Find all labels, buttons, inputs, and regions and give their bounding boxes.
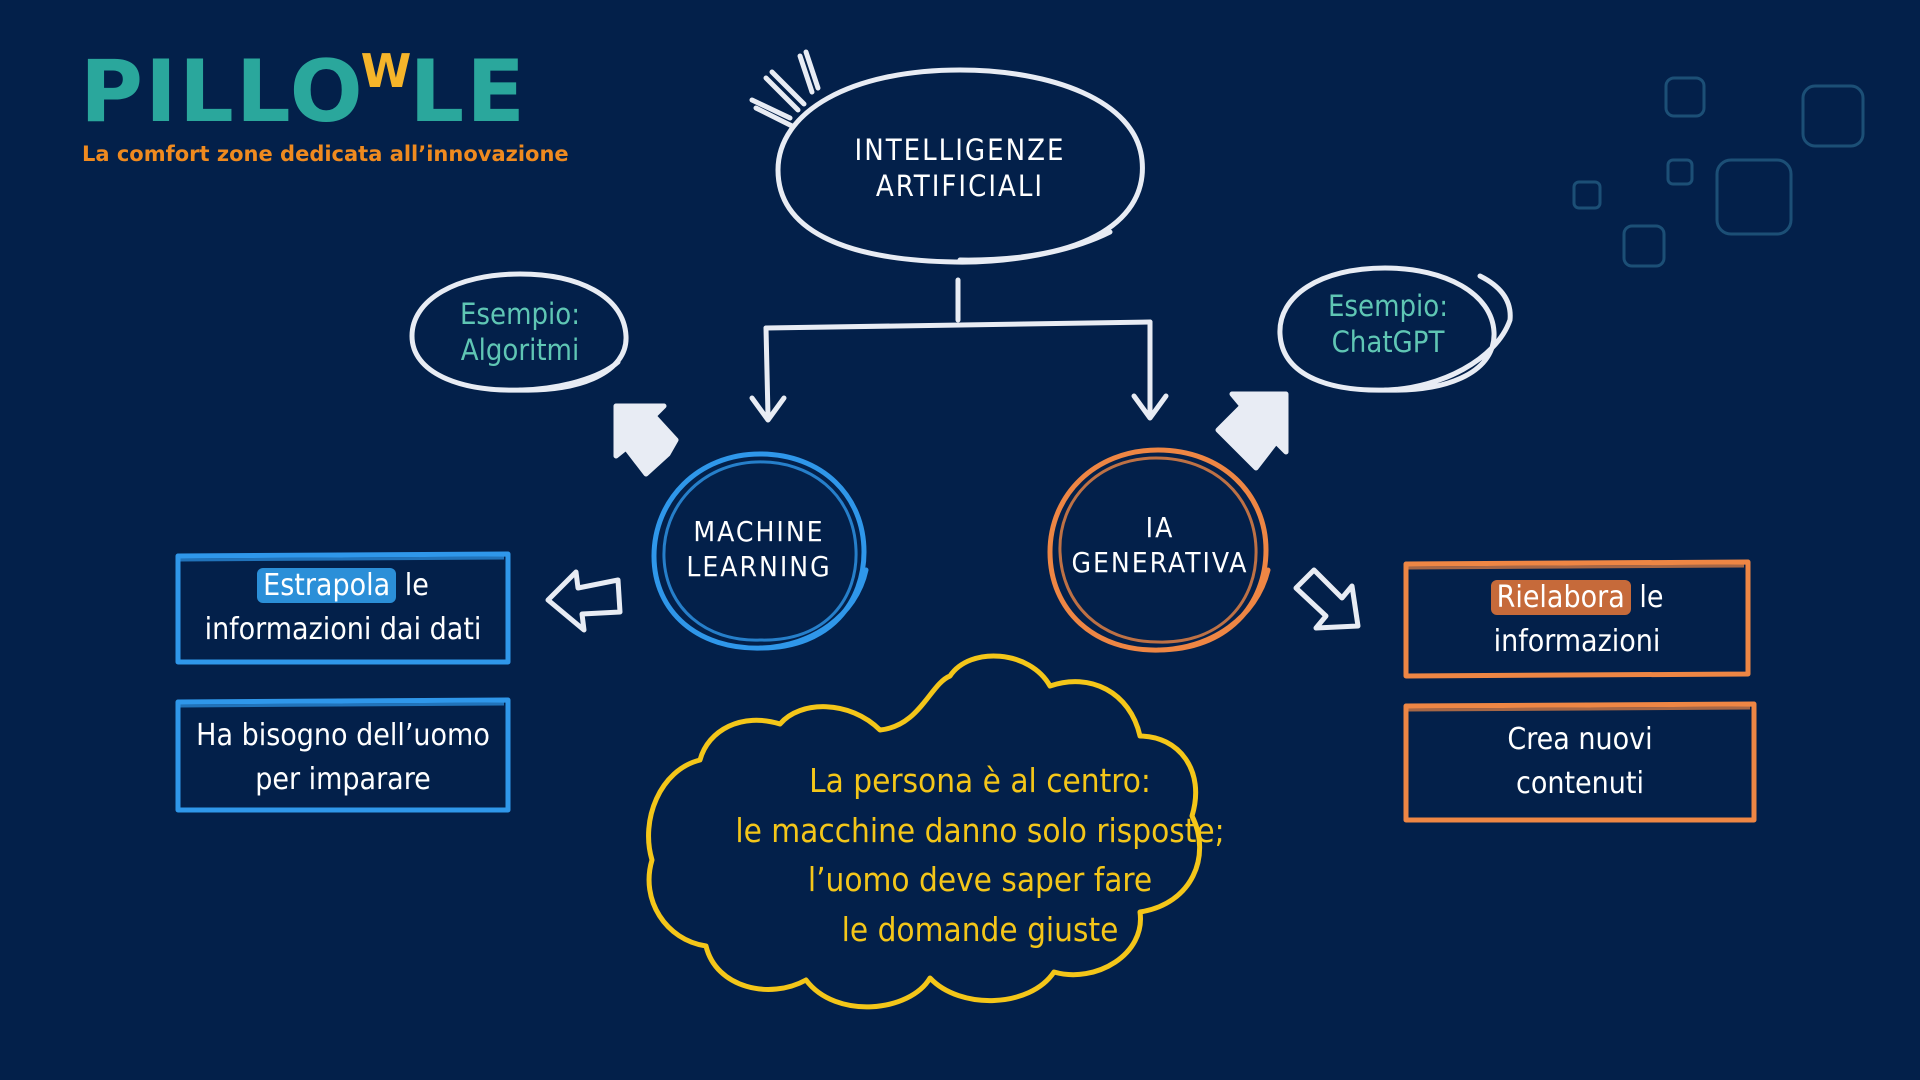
ia-generativa-line2: GENERATIVA (1071, 546, 1249, 579)
logo-wordmark: PILLOWLE (80, 48, 527, 135)
logo-wordmark-start: PILLO (80, 42, 365, 142)
example-right-label: Esempio: ChatGPT (1296, 288, 1480, 361)
box-estrapola-text: Estrapola le informazioni dai dati (180, 564, 506, 651)
box-rielabora-rest: le (1630, 580, 1664, 615)
machine-learning-label: MACHINE LEARNING (664, 514, 854, 584)
box-rielabora-line2: informazioni (1493, 623, 1661, 659)
root-label: INTELLIGENZE ARTIFICIALI (800, 132, 1120, 205)
logo-wordmark-end: LE (409, 42, 527, 142)
example-ellipse-left (409, 271, 629, 393)
ia-generativa-label: IA GENERATIVA (1058, 510, 1262, 580)
root-label-line2: ARTIFICIALI (875, 169, 1045, 204)
machine-learning-line1: MACHINE (693, 515, 825, 548)
cloud-line2: le macchine danno solo risposte; (735, 810, 1225, 850)
machine-learning-line2: LEARNING (686, 550, 832, 583)
root-label-line1: INTELLIGENZE (854, 133, 1066, 167)
arrow-to-example-left (613, 403, 679, 477)
example-left-line2: Algoritmi (460, 333, 580, 368)
box-ha-bisogno-text: Ha bisogno dell’uomo per imparare (180, 714, 506, 801)
box-estrapola-line1: Estrapola le (180, 564, 506, 608)
cloud-shape (646, 653, 1203, 1010)
example-left-line1: Esempio: (459, 297, 581, 331)
example-left-label: Esempio: Algoritmi (430, 296, 610, 369)
box-crea-line1: Crea nuovi (1507, 722, 1653, 757)
cloud-line1: La persona è al centro: (809, 761, 1151, 800)
box-estrapola-rest: le (396, 568, 429, 603)
box-estrapola-line2: informazioni dai dati (204, 611, 482, 647)
arrow-to-example-right (1215, 391, 1289, 471)
cloud-line4: le domande giuste (841, 909, 1119, 949)
circle-ia-generativa (1047, 447, 1271, 653)
box-ha-bisogno (175, 697, 511, 813)
box-crea-line2: contenuti (1516, 765, 1644, 801)
box-crea (1403, 701, 1757, 823)
arrow-to-boxes-left (545, 569, 623, 633)
decorative-squares (1572, 76, 1865, 268)
ia-generativa-line1: IA (1145, 511, 1175, 544)
example-right-line1: Esempio: (1327, 289, 1449, 323)
example-right-line2: ChatGPT (1331, 325, 1445, 360)
arrow-to-boxes-right (1293, 567, 1361, 631)
cloud-text: La persona è al centro: le macchine dann… (700, 756, 1260, 954)
box-ha-bisogno-line2: per imparare (255, 761, 431, 797)
branch-connector (749, 277, 1169, 423)
box-rielabora-text: Rielabora le informazioni (1408, 576, 1746, 663)
box-rielabora-line1: Rielabora le (1408, 576, 1746, 620)
box-rielabora (1403, 559, 1751, 679)
highlight-rielabora: Rielabora (1490, 580, 1631, 615)
box-estrapola (175, 551, 511, 665)
circle-machine-learning (651, 451, 869, 651)
root-ellipse (775, 67, 1145, 265)
example-ellipse-right (1277, 265, 1513, 393)
logo-wordmark-w: W (360, 44, 414, 98)
box-ha-bisogno-line1: Ha bisogno dell’uomo (196, 718, 490, 753)
cloud-line3: l’uomo deve saper fare (807, 860, 1153, 899)
logo-tagline: La comfort zone dedicata all’innovazione (82, 142, 569, 166)
emphasis-strokes (749, 49, 821, 129)
box-crea-text: Crea nuovi contenuti (1408, 718, 1752, 805)
highlight-estrapola: Estrapola (257, 568, 397, 603)
